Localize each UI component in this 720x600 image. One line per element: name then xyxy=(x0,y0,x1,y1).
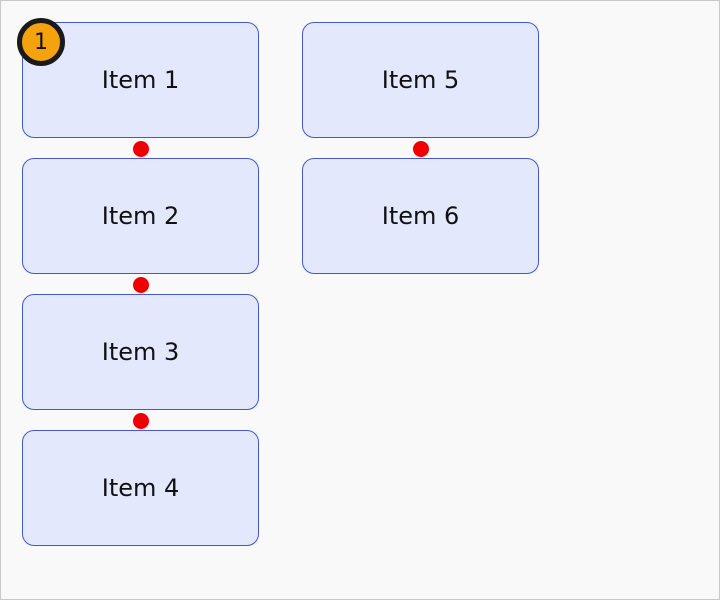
item-label: Item 5 xyxy=(381,66,460,94)
item-card-3[interactable]: Item 3 xyxy=(22,294,259,410)
connector-dot xyxy=(413,141,429,157)
step-number: 1 xyxy=(34,29,48,55)
connector-dot xyxy=(133,413,149,429)
item-label: Item 2 xyxy=(101,202,180,230)
item-card-6[interactable]: Item 6 xyxy=(302,158,539,274)
item-label: Item 6 xyxy=(381,202,460,230)
item-card-2[interactable]: Item 2 xyxy=(22,158,259,274)
connector-dot xyxy=(133,277,149,293)
item-label: Item 3 xyxy=(101,338,180,366)
connector-dot xyxy=(133,141,149,157)
step-badge: 1 xyxy=(17,18,65,66)
item-card-4[interactable]: Item 4 xyxy=(22,430,259,546)
item-card-5[interactable]: Item 5 xyxy=(302,22,539,138)
item-label: Item 1 xyxy=(101,66,180,94)
item-label: Item 4 xyxy=(101,474,180,502)
